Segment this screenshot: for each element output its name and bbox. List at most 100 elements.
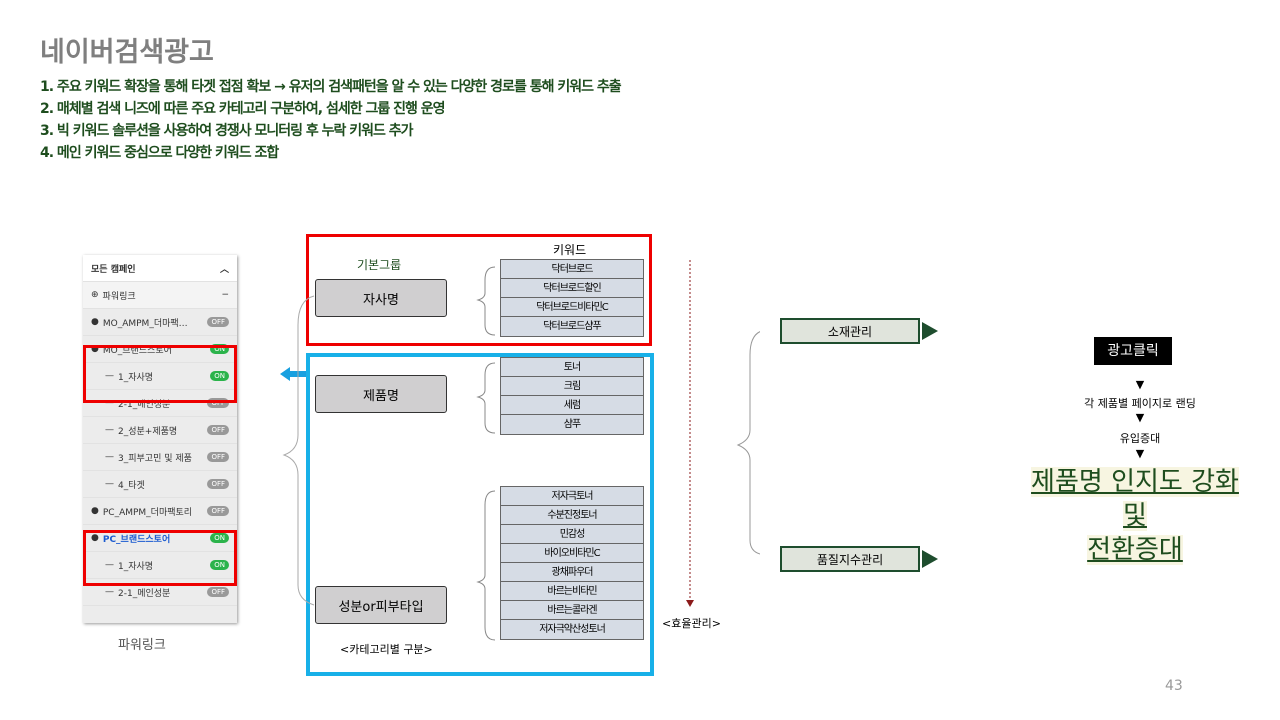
- down-arrow-icon: ▼: [1135, 378, 1145, 391]
- flow-step: 각 제품별 페이지로 랜딩: [1084, 397, 1196, 410]
- status-toggle[interactable]: ON: [210, 560, 229, 570]
- bullet: 3. 빅 키워드 솔루션을 사용하여 경쟁사 모니터링 후 누락 키워드 추가: [40, 123, 414, 139]
- campaign-row[interactable]: — 1_자사명 ON: [83, 552, 237, 579]
- keyword-cell: 닥터브로드할인: [501, 279, 643, 298]
- chevron-up-icon[interactable]: ︿: [219, 264, 229, 275]
- highlight-box: [83, 345, 237, 403]
- brace-lines: [282, 260, 760, 641]
- campaign-dot-icon: ●: [91, 344, 99, 354]
- campaign-dot-icon: ●: [91, 317, 99, 327]
- globe-icon: ⊕: [91, 290, 99, 300]
- campaign-row[interactable]: — 3_피부고민 및 제품 OFF: [83, 444, 237, 471]
- result-line: 및: [1123, 501, 1147, 531]
- campaign-row[interactable]: — 2_성분+제품명 OFF: [83, 417, 237, 444]
- section-powerlink[interactable]: ⊕파워링크 −: [83, 282, 237, 309]
- status-toggle[interactable]: ON: [210, 533, 229, 543]
- status-toggle[interactable]: ON: [210, 371, 229, 381]
- keyword-cell: 바르는비타민: [501, 582, 643, 601]
- campaign-label: 4_타겟: [118, 480, 145, 491]
- tree-line-icon: —: [105, 560, 114, 570]
- status-toggle[interactable]: OFF: [207, 506, 229, 516]
- campaign-row[interactable]: — 1_자사명 ON: [83, 363, 237, 390]
- tree-line-icon: —: [105, 371, 114, 381]
- campaign-row[interactable]: ●PC_브랜드스토어 ON: [83, 525, 237, 552]
- group-header: 기본그룹: [357, 258, 402, 272]
- keyword-cell: 저자극약산성토너: [539, 624, 606, 635]
- down-arrow-icon: ▼: [1135, 447, 1145, 460]
- efficiency-label: <효율관리>: [662, 617, 721, 630]
- keyword-cell: 바르는콜라겐: [501, 601, 643, 620]
- result-line: 제품명 인지도 강화: [1031, 467, 1239, 497]
- keyword-cell: 샴푸: [563, 419, 581, 430]
- ad-click-box: 광고클릭: [1094, 337, 1172, 365]
- brand-group-box: [306, 234, 652, 346]
- status-toggle[interactable]: OFF: [207, 425, 229, 435]
- result-text: 제품명 인지도 강화 및 전환증대: [1030, 465, 1240, 567]
- campaign-label: 1_자사명: [118, 372, 154, 383]
- category-caption: <카테고리별 구분>: [340, 643, 433, 656]
- bullet: 1. 주요 키워드 확장을 통해 타겟 접점 확보 → 유저의 검색패턴을 알 …: [40, 79, 622, 95]
- arrow-right-icon: [922, 550, 938, 568]
- group-box: 성분or피부타입: [315, 586, 447, 624]
- campaign-row[interactable]: — 2-1_메인성분 OFF: [83, 390, 237, 417]
- campaign-label: PC_AMPM_더마팩토리: [102, 507, 193, 518]
- panel-header-label: 모든 캠페인: [91, 264, 136, 275]
- keyword-cell: 바이오비타민C: [501, 544, 643, 563]
- campaign-label: MO_AMPM_더마팩…: [102, 318, 188, 329]
- campaign-label: 1_자사명: [118, 561, 154, 572]
- mgmt-box: 소재관리: [780, 318, 920, 344]
- campaign-row[interactable]: ●MO_AMPM_더마팩… OFF: [83, 309, 237, 336]
- tree-line-icon: —: [105, 452, 114, 462]
- campaign-row[interactable]: ●PC_AMPM_더마팩토리 OFF: [83, 498, 237, 525]
- status-toggle[interactable]: OFF: [207, 398, 229, 408]
- mgmt-box: 품질지수관리: [780, 546, 920, 572]
- section-label: 파워링크: [102, 291, 136, 302]
- campaign-label: 3_피부고민 및 제품: [118, 453, 192, 464]
- status-toggle[interactable]: OFF: [207, 452, 229, 462]
- category-group-box: [306, 353, 654, 676]
- panel-caption: 파워링크: [118, 638, 166, 653]
- campaign-label: 2_성분+제품명: [118, 426, 178, 437]
- flow-step: 유입증대: [1119, 432, 1161, 445]
- tree-line-icon: —: [105, 425, 114, 435]
- campaign-row[interactable]: ●MO_브랜드스토어 ON: [83, 336, 237, 363]
- campaign-dot-icon: ●: [91, 533, 99, 543]
- keyword-cell: 크림: [501, 377, 643, 396]
- tree-line-icon: —: [105, 479, 114, 489]
- bullet: 2. 매체별 검색 니즈에 따른 주요 카테고리 구분하여, 섬세한 그룹 진행…: [40, 101, 446, 117]
- panel-header[interactable]: 모든 캠페인 ︿: [83, 255, 237, 282]
- campaign-label: MO_브랜드스토어: [102, 345, 172, 356]
- keyword-cell: 저자극토너: [501, 487, 643, 506]
- status-toggle[interactable]: OFF: [207, 479, 229, 489]
- status-toggle[interactable]: OFF: [207, 587, 229, 597]
- bullet: 4. 메인 키워드 중심으로 다양한 키워드 조합: [40, 145, 279, 161]
- down-arrow-icon: ▼: [1135, 411, 1145, 424]
- keyword-cell: 민감성: [501, 525, 643, 544]
- campaign-dot-icon: ●: [91, 506, 99, 516]
- campaign-label: PC_브랜드스토어: [102, 534, 171, 545]
- group-box: 자사명: [315, 279, 447, 317]
- page-number: 43: [1165, 678, 1183, 694]
- campaign-label: 2-1_메인성분: [118, 399, 171, 410]
- result-line: 전환증대: [1087, 535, 1183, 565]
- arrow-right-icon: [922, 322, 938, 340]
- keyword-cell: 토너: [501, 358, 643, 377]
- tree-line-icon: —: [105, 398, 114, 408]
- campaign-label: 2-1_메인성분: [118, 588, 171, 599]
- arrow-left-icon: [280, 366, 308, 381]
- keyword-cell: 세럼: [501, 396, 643, 415]
- campaign-row[interactable]: — 4_타겟 OFF: [83, 471, 237, 498]
- group-box: 제품명: [315, 375, 447, 413]
- keyword-cell: 닥터브로드: [501, 260, 643, 279]
- highlight-box: [83, 530, 237, 586]
- keyword-cell: 닥터브로드비타민C: [501, 298, 643, 317]
- status-toggle[interactable]: ON: [210, 344, 229, 354]
- keyword-header: 키워드: [553, 243, 587, 257]
- status-toggle[interactable]: OFF: [207, 317, 229, 327]
- keyword-cell: 닥터브로드샴푸: [543, 321, 601, 332]
- collapse-icon[interactable]: −: [221, 290, 229, 300]
